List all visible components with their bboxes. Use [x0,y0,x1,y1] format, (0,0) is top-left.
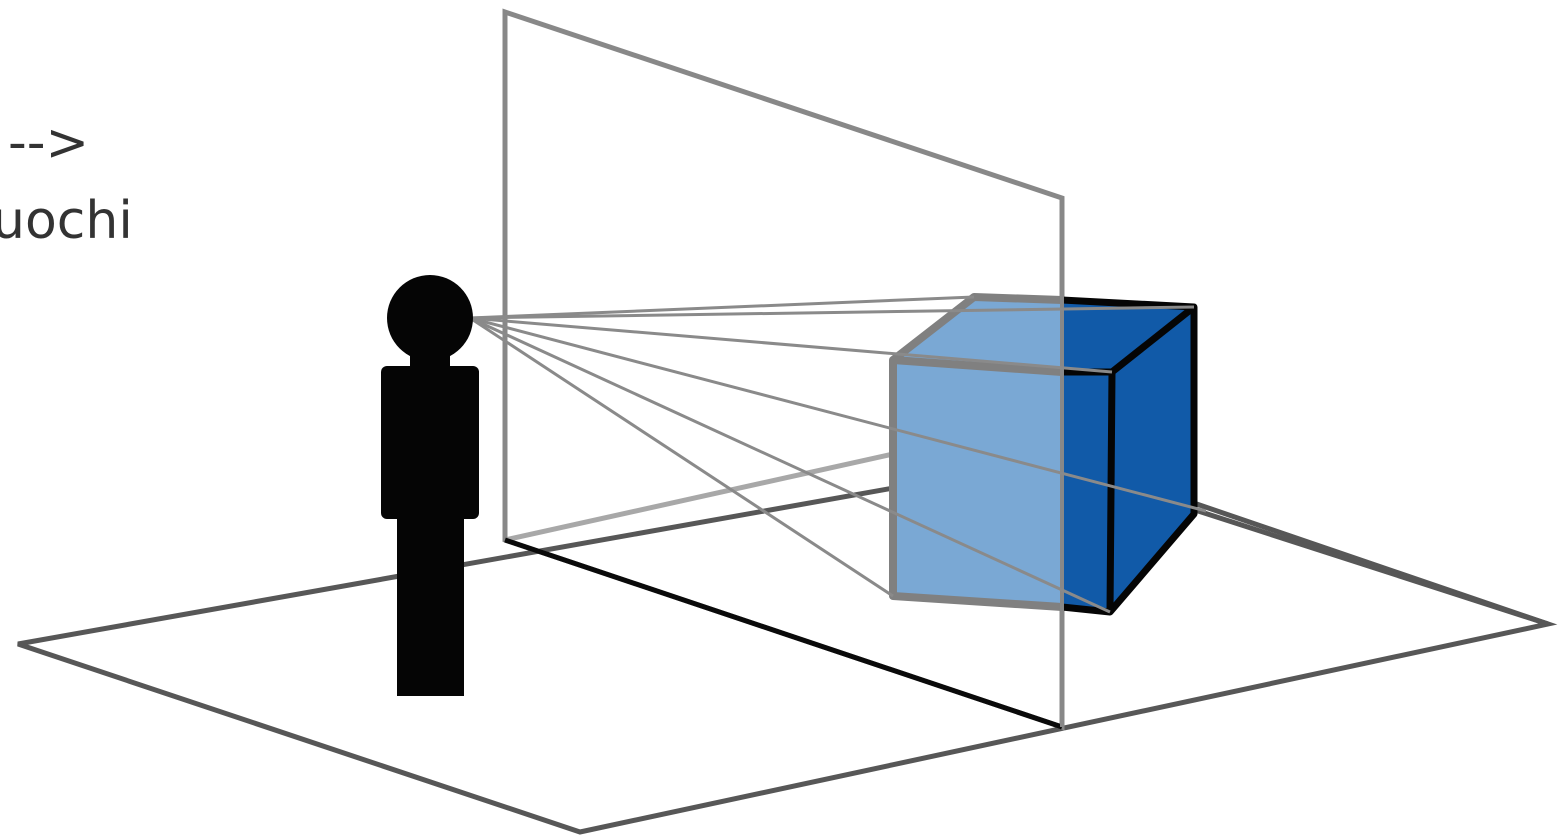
ground-plane [18,458,1548,832]
observer-torso [381,366,479,519]
label-line-1: --> [8,113,89,173]
label-line-2: uochi [0,191,133,251]
cube-front-face-light [893,360,1062,607]
observer-head [387,275,473,361]
observer-legs [397,515,464,696]
cube-front-face-dark [1062,372,1112,612]
